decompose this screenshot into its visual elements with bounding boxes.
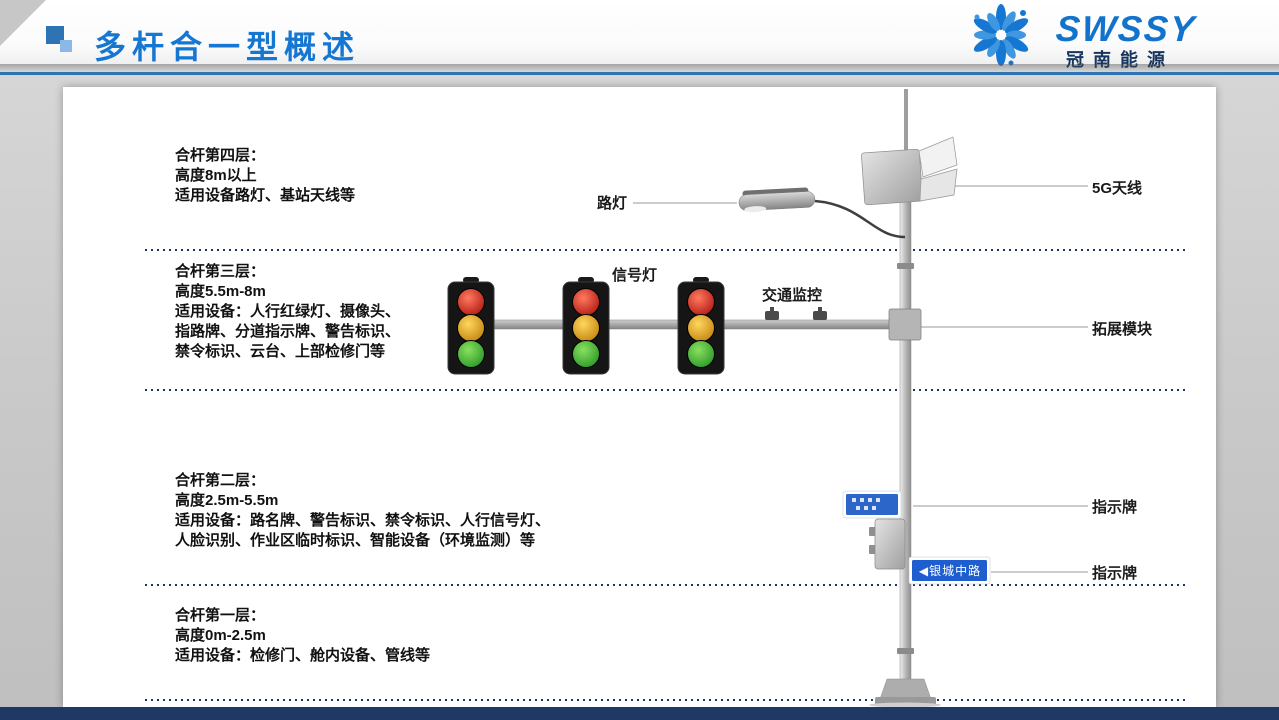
sign-face (846, 494, 898, 515)
camera-icon (765, 311, 779, 320)
antenna-rod (904, 89, 908, 161)
layer-2-title: 合杆第二层： (175, 472, 266, 489)
pole-shaft (899, 156, 912, 681)
layer-3-devices-line-1: 适用设备：人行红绿灯、摄像头、 (175, 303, 401, 320)
layer-2-devices-line-2: 人脸识别、作业区临时标识、智能设备（环境监测）等 (175, 532, 536, 549)
amber-light (457, 314, 485, 342)
corner-decoration (0, 0, 46, 46)
logo-brand-text: SWSSY (1054, 8, 1198, 49)
amber-light (572, 314, 600, 342)
layer-4-description: 合杆第四层： 高度8m以上 适用设备路灯、基站天线等 (175, 146, 355, 206)
layer-1-description: 合杆第一层： 高度0m-2.5m 适用设备：检修门、舱内设备、管线等 (175, 606, 430, 666)
layer-2-height: 高度2.5m-5.5m (175, 492, 279, 509)
layer-3-title: 合杆第三层： (175, 263, 266, 280)
base-taper (879, 678, 932, 700)
callout-signal-light: 信号灯 (612, 267, 658, 284)
box-knob-1 (869, 527, 876, 536)
title-bullet-icon (46, 26, 64, 44)
header-divider-line (0, 72, 1279, 75)
amber-light (687, 314, 715, 342)
layer-1-title: 合杆第一层： (175, 607, 266, 624)
street-lamp (738, 187, 816, 213)
layer-2-devices-line-1: 适用设备：路名牌、警告标识、禁令标识、人行信号灯、 (175, 512, 551, 529)
camera-stem-2 (818, 307, 822, 312)
antenna-panel-lower (919, 168, 958, 202)
pole-diagram: ◀银城中路 (145, 89, 1185, 707)
camera-stem-1 (770, 307, 774, 312)
layer-4-height: 高度8m以上 (175, 167, 257, 184)
antenna-panel-upper (918, 136, 958, 178)
lamp-cable (814, 199, 906, 239)
box-knob-2 (869, 545, 876, 554)
logo-company-text: 冠南能源 (1066, 50, 1174, 70)
equipment-box (869, 518, 906, 570)
arm-collar (888, 308, 922, 341)
footer-bar (0, 707, 1279, 720)
sign-upper-plate (842, 490, 902, 519)
lamp-lens (744, 206, 767, 213)
street-name-sign-text: ◀银城中路 (919, 563, 981, 578)
pole-base (869, 678, 941, 707)
header-shadow (0, 64, 1279, 72)
camera-icon (813, 311, 827, 320)
antenna-cabinet (861, 148, 923, 206)
page-title: 多杆合一型概述 (94, 29, 361, 65)
pole-joint-lower (897, 648, 914, 654)
red-light (457, 288, 485, 316)
layer-1-height: 高度0m-2.5m (175, 627, 266, 644)
callout-5g-antenna: 5G天线 (1092, 180, 1143, 197)
callout-leader-lines (633, 185, 1088, 573)
callout-street-lamp: 路灯 (597, 195, 628, 212)
callout-sign-upper: 指示牌 (1092, 499, 1138, 516)
layer-3-description: 合杆第三层： 高度5.5m-8m 适用设备：人行红绿灯、摄像头、 指路牌、分道指… (175, 262, 400, 362)
callout-sign-lower: 指示牌 (1092, 565, 1138, 582)
layer-3-devices-line-3: 禁令标识、云台、上部检修门等 (175, 343, 386, 360)
layer-4-devices: 适用设备路灯、基站天线等 (175, 187, 356, 204)
box-body (874, 518, 906, 570)
red-light (687, 288, 715, 316)
logo-starburst-icon (973, 4, 1029, 66)
green-light (457, 340, 485, 368)
base-shadow (869, 702, 941, 707)
traffic-light-2 (562, 277, 610, 375)
layer-3-devices-line-2: 指路牌、分道指示牌、警告标识、 (175, 323, 401, 340)
layer-4-title: 合杆第四层： (175, 147, 266, 164)
sign-face (912, 560, 987, 581)
red-light (572, 288, 600, 316)
sign-glyph-marks (852, 498, 880, 510)
traffic-camera-mounts (765, 307, 827, 320)
layer-1-devices: 适用设备：检修门、舱内设备、管线等 (175, 647, 431, 664)
layer-3-height: 高度5.5m-8m (175, 283, 266, 300)
content-panel (63, 87, 1216, 707)
lamp-head (738, 191, 816, 211)
traffic-light-3 (677, 277, 725, 375)
callout-traffic-camera: 交通监控 (762, 287, 823, 304)
layer-2-description: 合杆第二层： 高度2.5m-5.5m 适用设备：路名牌、警告标识、禁令标识、人行… (175, 471, 550, 551)
street-name-sign: ◀银城中路 (908, 556, 991, 585)
pole-joint-upper (897, 263, 914, 269)
5g-antenna-unit (861, 136, 958, 206)
title-bullet-small-icon (60, 40, 72, 52)
callout-expansion-module: 拓展模块 (1092, 321, 1153, 338)
green-light (687, 340, 715, 368)
traffic-light-1 (447, 277, 495, 375)
header-bar (0, 0, 1279, 64)
green-light (572, 340, 600, 368)
